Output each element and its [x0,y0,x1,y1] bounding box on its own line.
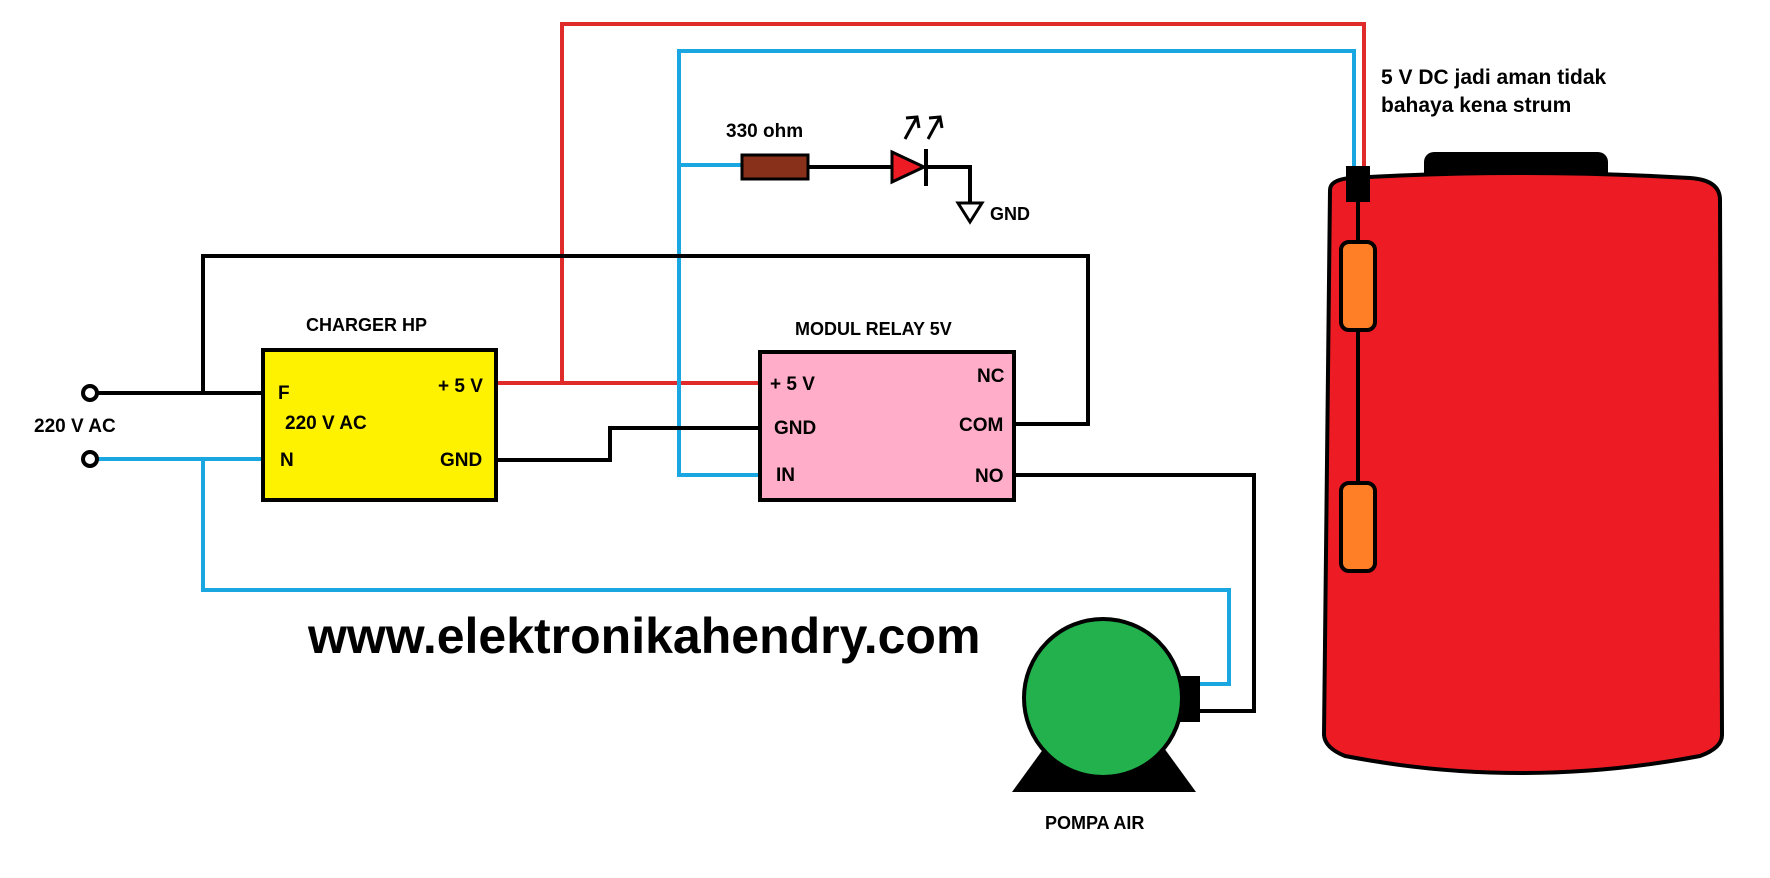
led-icon [890,115,944,186]
charger-box [261,348,498,502]
float-switch-icon [1339,240,1377,332]
tank-body [1321,171,1725,775]
wire-phase-to-com [201,254,1090,426]
wire-gnd [496,426,760,462]
terminal-f [81,384,99,402]
charger-gnd-label: GND [440,450,482,471]
charger-title: CHARGER HP [306,315,427,335]
relay-no-label: NO [975,466,1004,487]
wire-led-to-gnd [926,165,972,203]
ac-source-label: 220 V AC [34,416,116,437]
charger-hp: CHARGER HP F N 220 V AC + 5 V GND [261,315,498,502]
relay-plus5v-label: + 5 V [770,374,815,395]
relay-title: MODUL RELAY 5V [795,319,952,339]
pump-label: POMPA AIR [1045,813,1144,833]
terminal-n [81,450,99,468]
led-circuit: 330 ohm GND [726,115,1030,225]
wire-signal-in [677,49,1356,477]
charger-plus5v-label: + 5 V [438,376,483,397]
water-tank-icon: 5 V DC jadi aman tidak bahaya kena strum [1321,66,1725,775]
relay-box [758,350,1016,502]
website-label: www.elektronikahendry.com [307,608,980,664]
wires [90,22,1366,713]
led-gnd-label: GND [990,204,1030,224]
resistor-icon [740,153,810,181]
resistor-label: 330 ohm [726,121,803,142]
relay-com-label: COM [959,415,1003,436]
relay-module: MODUL RELAY 5V + 5 V GND IN NC COM NO [758,319,1016,502]
relay-nc-label: NC [977,366,1005,387]
ground-icon [955,201,985,225]
tank-note-line2: bahaya kena strum [1381,94,1571,117]
pump-motor [1022,617,1184,779]
float-switch-icon [1339,481,1377,573]
tank-sensor-connector [1346,166,1370,202]
charger-ac-label: 220 V AC [285,413,367,434]
wire-plus5v-to-tank [560,22,1366,383]
tank-note-line1: 5 V DC jadi aman tidak [1381,66,1607,89]
relay-gnd-label: GND [774,418,816,439]
charger-f-label: F [278,383,290,404]
wire-neutral-to-pump [201,459,1231,686]
relay-in-label: IN [776,465,795,486]
wire-no-to-pump [1014,473,1256,713]
charger-n-label: N [280,450,294,471]
ac-source: 220 V AC [34,384,116,468]
water-pump-icon: POMPA AIR [1012,617,1200,833]
